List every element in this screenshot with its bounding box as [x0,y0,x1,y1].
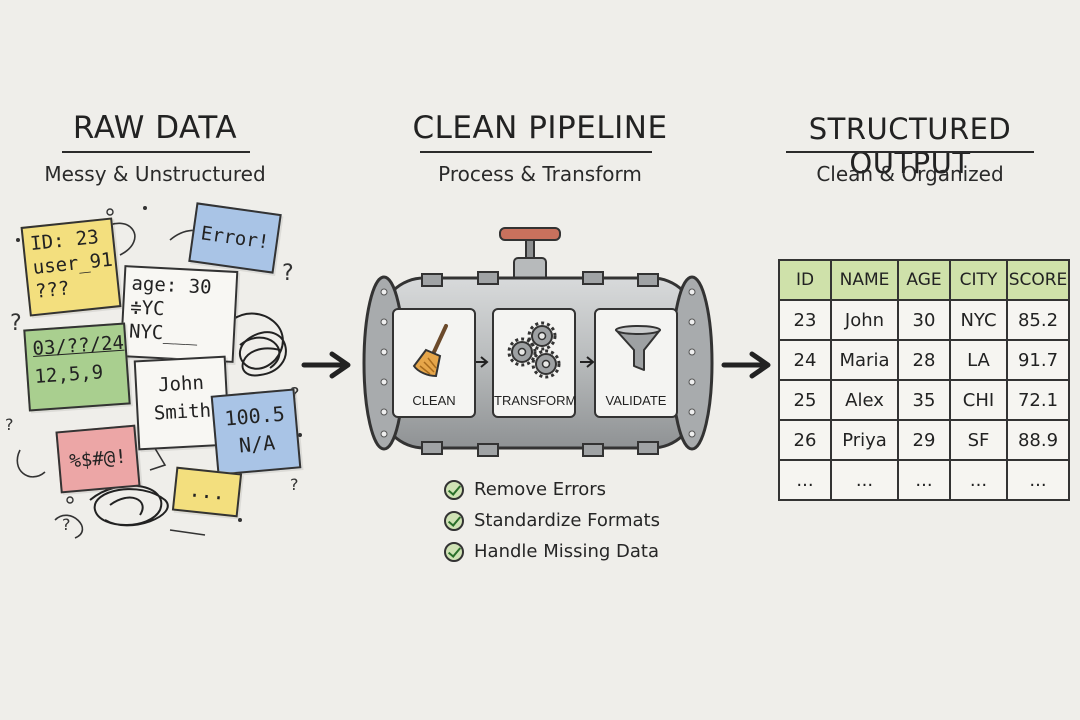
table-cell: Alex [830,379,899,421]
note-id: ID: 23 user_91 ??? [20,217,122,317]
note-ellipsis: ... [171,466,243,518]
table-cell: ... [1006,459,1070,501]
raw-data-rule [62,151,250,153]
svg-text:?: ? [290,475,299,494]
stage-clean-label: CLEAN [412,393,456,408]
svg-text:?: ? [5,415,14,434]
checklist-item: Standardize Formats [444,505,660,536]
checklist-item-label: Standardize Formats [474,510,660,531]
checklist-item: Remove Errors [444,474,660,505]
table-cell: ... [897,459,951,501]
stage-arrow-2 [580,356,595,368]
stage-transform-label: TRANSFORM [494,393,577,408]
svg-text:?: ? [10,311,22,336]
pipeline-subtitle: Process & Transform [438,162,642,186]
stage-clean: CLEAN [392,308,476,418]
column-header-name: NAME [830,259,899,301]
table-cell: 30 [897,299,951,341]
table-cell: 88.9 [1006,419,1070,461]
svg-text:?: ? [282,261,294,286]
note-age: age: 30 ≑YC NYC___ [119,265,239,363]
table-cell: Maria [830,339,899,381]
funnel-icon [615,325,661,371]
table-row: 26 Priya 29 SF 88.9 [778,419,1070,461]
raw-data-title: RAW DATA [72,110,238,146]
stage-validate: VALIDATE [594,308,678,418]
raw-data-subtitle: Messy & Unstructured [44,162,266,186]
check-circle-icon [444,541,464,562]
table-cell: Priya [830,419,899,461]
output-table: ID NAME AGE CITY SCORE 23 John 30 NYC 85… [778,259,1070,501]
note-value: 100.5 N/A [210,388,302,476]
column-header-age: AGE [897,259,951,301]
broom-icon [412,324,448,378]
arrow-pipeline-to-output [721,351,771,379]
table-row: 24 Maria 28 LA 91.7 [778,339,1070,381]
table-cell: 85.2 [1006,299,1070,341]
output-rule [786,151,1034,153]
note-age-line-3: NYC___ [128,320,199,346]
table-cell: 72.1 [1006,379,1070,421]
table-cell: 23 [778,299,832,341]
pipeline-checklist: Remove Errors Standardize Formats Handle… [444,474,660,567]
check-circle-icon [444,510,464,531]
table-cell: 35 [897,379,951,421]
note-name-line-2: Smith [153,399,212,425]
table-cell: 24 [778,339,832,381]
valve-handle [499,227,561,241]
note-date-line-2: 12,5,9 [33,361,104,388]
pipeline-title: CLEAN PIPELINE [412,110,668,146]
table-cell: 91.7 [1006,339,1070,381]
table-cell: CHI [949,379,1008,421]
table-cell: NYC [949,299,1008,341]
note-date-line-1: 03/??/24 [31,331,125,361]
note-value-line-1: 100.5 [223,401,286,431]
note-symbols: %$#@! [55,424,141,494]
table-cell: 26 [778,419,832,461]
check-circle-icon [444,479,464,500]
table-cell: 29 [897,419,951,461]
column-header-city: CITY [949,259,1008,301]
note-error: Error! [188,202,282,274]
output-subtitle: Clean & Organized [816,162,1004,186]
checklist-item: Handle Missing Data [444,536,660,567]
table-row: 23 John 30 NYC 85.2 [778,299,1070,341]
stage-arrow-1 [474,356,489,368]
table-row: ... ... ... ... ... [778,459,1070,501]
table-cell: SF [949,419,1008,461]
table-row: 25 Alex 35 CHI 72.1 [778,379,1070,421]
note-symbols-text: %$#@! [68,445,128,473]
note-value-line-2: N/A [238,430,277,458]
note-name-line-1: John [157,371,205,397]
arrow-raw-to-pipeline [301,351,351,379]
note-error-text: Error! [199,222,271,254]
svg-text:?: ? [62,515,71,534]
stage-transform: TRANSFORM [492,308,576,418]
note-ellipsis-text: ... [187,477,227,505]
note-date: 03/??/24 12,5,9 [23,322,131,412]
table-cell: ... [830,459,899,501]
checklist-item-label: Handle Missing Data [474,541,660,562]
checklist-item-label: Remove Errors [474,479,607,500]
table-cell: 25 [778,379,832,421]
table-cell: ... [949,459,1008,501]
column-header-score: SCORE [1006,259,1070,301]
table-cell: John [830,299,899,341]
table-header-row: ID NAME AGE CITY SCORE [778,259,1070,301]
table-cell: 28 [897,339,951,381]
column-header-id: ID [778,259,832,301]
pipeline-rule [420,151,652,153]
gears-icon [507,321,561,379]
table-cell: LA [949,339,1008,381]
stage-validate-label: VALIDATE [605,393,667,408]
table-cell: ... [778,459,832,501]
